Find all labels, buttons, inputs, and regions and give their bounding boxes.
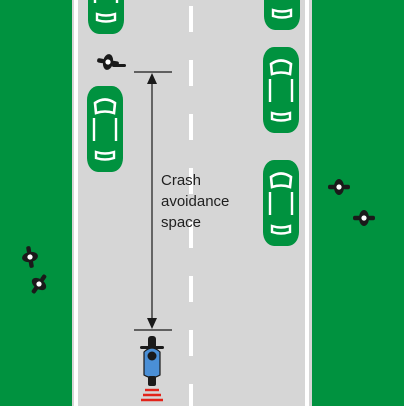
car-right-lower xyxy=(263,160,299,246)
car-right-middle xyxy=(263,47,299,133)
pedestrian-on-road-arms xyxy=(112,64,126,67)
right-verge xyxy=(312,0,404,406)
annotation-line-3: space xyxy=(161,214,201,231)
right-edge-line xyxy=(305,0,309,406)
car-left-top xyxy=(88,0,124,34)
annotation-line-2: avoidance xyxy=(161,193,229,210)
annotation-line-1: Crash xyxy=(161,172,201,189)
left-verge xyxy=(0,0,72,406)
car-left-middle xyxy=(87,86,123,172)
car-right-top xyxy=(264,0,300,30)
left-edge-line xyxy=(74,0,78,406)
